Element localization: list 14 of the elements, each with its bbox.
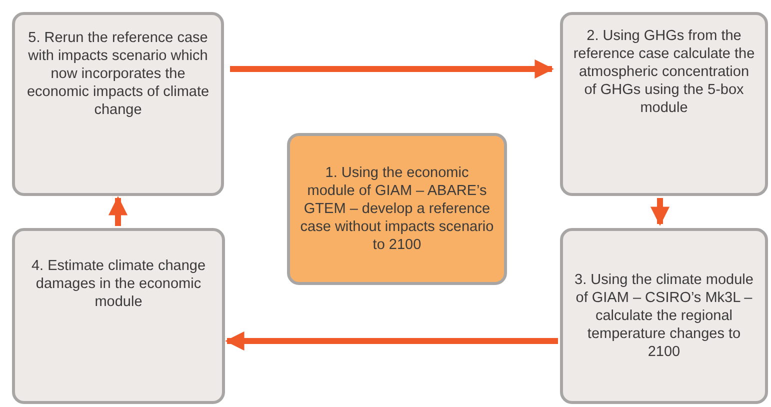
arrow xyxy=(230,59,554,79)
arrow xyxy=(108,196,128,226)
process-box xyxy=(12,12,224,196)
step-text: 1. Using the economic module of GIAM – ABARE’s GTEM – develop a reference case without impacts scenario to 2100 xyxy=(300,164,494,254)
process-box xyxy=(12,228,225,404)
process-box xyxy=(287,133,507,285)
process-box xyxy=(560,12,768,196)
process-box xyxy=(560,228,768,404)
arrow xyxy=(650,198,670,226)
step-text: 5. Rerun the reference case with impacts scenario which now incorporates the economic impacts of climate change xyxy=(26,29,210,119)
step-text: 2. Using GHGs from the reference case calculate the atmospheric concentration of GHGs using the 5-box module xyxy=(573,27,755,117)
arrow xyxy=(225,331,558,351)
step-text: 3. Using the climate module of GIAM – CSIRO’s Mk3L – calculate the regional temperature changes to 2100 xyxy=(574,271,754,361)
step-text: 4. Estimate climate change damages in the economic module xyxy=(30,257,207,311)
